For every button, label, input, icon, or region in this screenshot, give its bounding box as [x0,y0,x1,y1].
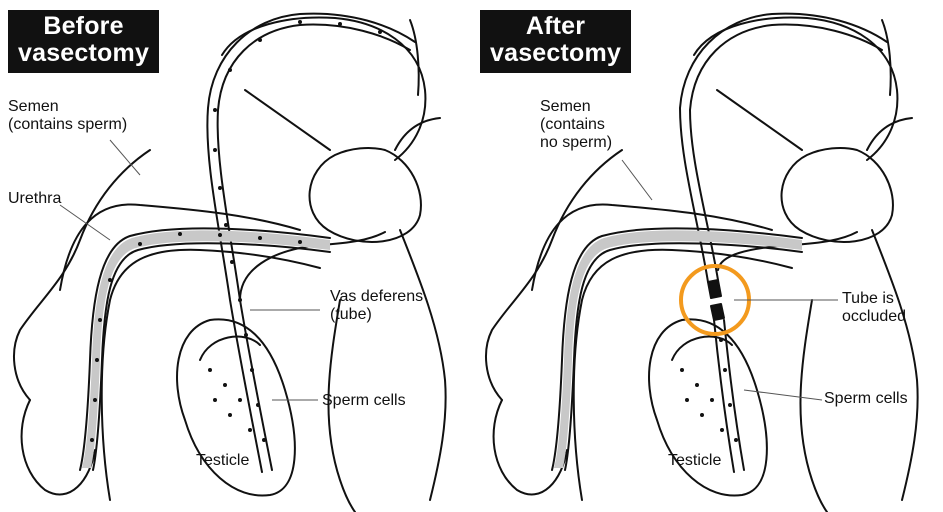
after-testicle-label: Testicle [668,452,721,470]
sperm-dots [90,20,382,442]
after-title-line1: After [490,13,621,40]
upper-clip [708,280,721,298]
after-tube-line1: Tube is [842,290,906,308]
body-outline [14,150,150,400]
after-semen-line2: (contains [540,116,612,134]
after-tube-occluded-label: Tube is occluded [842,290,906,326]
after-tube-line2: occluded [842,308,906,326]
leader-lines [622,160,838,400]
prostate-outline [310,148,421,242]
shaft-top [532,204,772,290]
after-title: After vasectomy [480,10,631,73]
before-sperm-cells-label: Sperm cells [322,392,406,410]
after-semen-line3: no sperm) [540,134,612,152]
before-semen-label: Semen (contains sperm) [8,98,127,134]
bladder-outline [222,17,425,160]
sperm-dots [680,338,738,442]
body-outline [486,150,622,400]
lower-clip [711,304,724,320]
after-anatomy-drawing [472,0,943,512]
prostate-outline [782,148,893,242]
before-urethra-label: Urethra [8,190,61,208]
before-semen-line1: Semen [8,98,127,116]
before-title: Before vasectomy [8,10,159,73]
before-sperm-cells-text: Sperm cells [322,392,406,410]
after-sperm-cells-label: Sperm cells [824,390,908,408]
bladder-outline [694,17,897,160]
after-testicle-text: Testicle [668,452,721,470]
after-semen-label: Semen (contains no sperm) [540,98,612,152]
before-panel: Before vasectomy Semen (contains sperm) … [0,0,472,512]
before-title-line2: vasectomy [18,40,149,67]
after-title-line2: vasectomy [490,40,621,67]
before-anatomy-drawing [0,0,472,512]
after-panel: After vasectomy Semen (contains no sperm… [472,0,943,512]
before-title-line1: Before [18,13,149,40]
shaft-top [60,204,300,290]
before-vas-line2: (tube) [330,306,423,324]
before-vas-line1: Vas deferens [330,288,423,306]
after-sperm-cells-text: Sperm cells [824,390,908,408]
before-vas-deferens-label: Vas deferens (tube) [330,288,423,324]
before-testicle-text: Testicle [196,452,249,470]
before-semen-line2: (contains sperm) [8,116,127,134]
after-semen-line1: Semen [540,98,612,116]
before-urethra-text: Urethra [8,190,61,208]
before-testicle-label: Testicle [196,452,249,470]
